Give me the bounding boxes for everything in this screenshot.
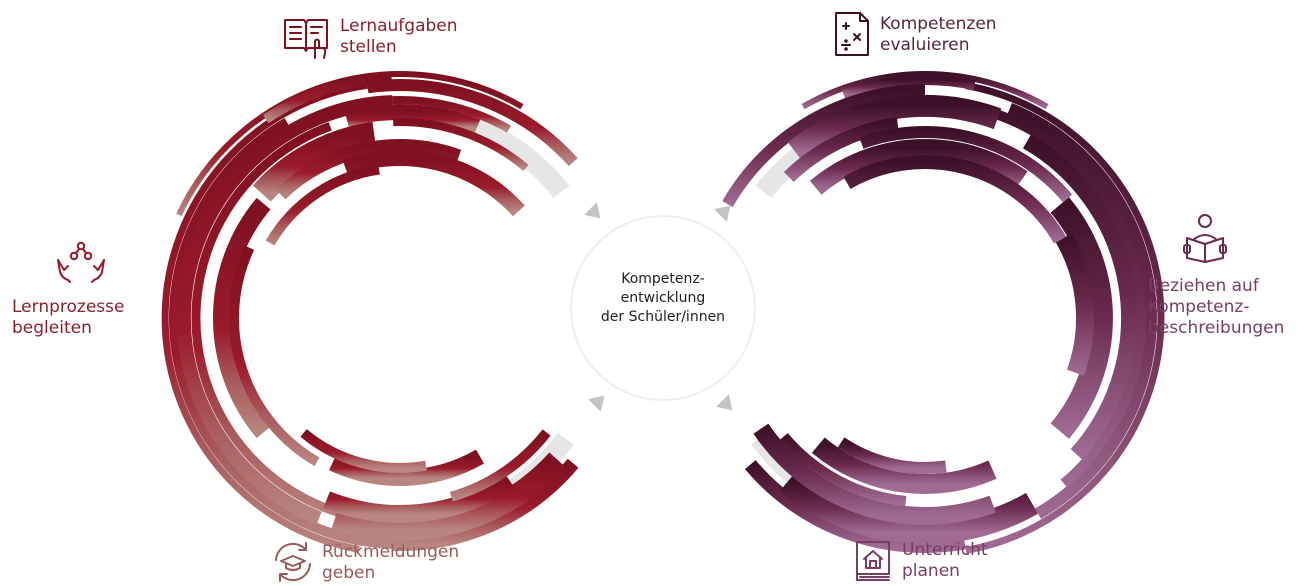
right-ring-arc xyxy=(1055,233,1094,376)
right-ring-arc xyxy=(837,437,947,474)
left-ring-arc xyxy=(392,96,511,133)
right-ring-arc xyxy=(744,460,966,553)
graduation-cap-cycle-icon xyxy=(270,540,316,584)
left-cycle-rings xyxy=(161,71,579,553)
left-ring-arc xyxy=(252,121,376,202)
flow-band-segment xyxy=(472,118,570,199)
flow-arrow-icon xyxy=(584,202,601,219)
label-lernaufgaben-stellen: Lernaufgaben stellen xyxy=(340,16,458,57)
left-ring-arc xyxy=(344,103,481,135)
center-label: Kompetenz- entwicklung der Schüler/innen xyxy=(568,270,758,327)
left-ring-arc xyxy=(275,139,462,200)
left-ring-arc xyxy=(391,458,579,551)
right-ring-arc xyxy=(1022,134,1137,460)
right-ring-arc xyxy=(965,82,1165,554)
left-ring-arc xyxy=(342,150,525,217)
right-ring-arc xyxy=(801,71,1049,110)
right-ring-arc xyxy=(809,138,1028,195)
left-ring-arc xyxy=(449,429,551,502)
center-line-3: der Schüler/innen xyxy=(600,309,726,325)
right-ring-arc xyxy=(811,437,997,494)
flow-arrow-icon xyxy=(588,395,605,412)
left-ring-arc xyxy=(161,81,368,553)
left-ring-arc xyxy=(265,164,380,246)
label-kompetenzen-evaluieren: Kompetenzen evaluieren xyxy=(880,14,997,55)
left-ring-arc xyxy=(213,197,271,439)
right-ring-arc xyxy=(722,84,926,208)
left-ring-arc xyxy=(229,245,320,467)
left-ring-arc xyxy=(366,79,578,167)
right-ring-arc xyxy=(1050,197,1113,439)
right-ring-arc xyxy=(843,155,1067,244)
left-ring-arc xyxy=(329,449,484,486)
flow-arrow-icon xyxy=(714,205,731,222)
right-ring-arc xyxy=(841,75,976,100)
flow-arrow-icon xyxy=(716,394,733,411)
center-circle xyxy=(570,215,756,401)
label-rueckmeldungen-geben: Rückmeldungen geben xyxy=(322,542,460,583)
label-lernprozesse-begleiten: Lernprozesse begleiten xyxy=(12,297,125,338)
center-line-2: entwicklung xyxy=(620,290,706,306)
center-line-1: Kompetenz- xyxy=(621,271,705,287)
right-cycle-rings xyxy=(722,71,1165,554)
left-ring-arc xyxy=(168,117,409,549)
right-ring-arc xyxy=(780,433,907,506)
right-ring-arc xyxy=(787,95,1002,160)
right-ring-arc xyxy=(1007,102,1157,519)
left-ring-arc xyxy=(191,122,380,526)
left-ring-arc xyxy=(176,95,393,525)
right-ring-arc xyxy=(779,472,1038,544)
person-reading-book-icon xyxy=(1180,212,1230,264)
hands-with-molecule-icon xyxy=(52,240,110,284)
left-ring-arc xyxy=(331,452,566,541)
label-unterricht-planen: Unterricht planen xyxy=(902,540,988,581)
left-ring-arc xyxy=(393,118,529,171)
right-ring-arc xyxy=(859,126,1073,203)
flow-arrows xyxy=(584,202,733,412)
label-beziehen-auf-kompetenzbeschreibungen: Beziehen auf Kompetenz- beschreibungen xyxy=(1148,276,1285,338)
right-ring-arc xyxy=(783,116,899,183)
left-ring-arc xyxy=(323,473,515,523)
calculator-document-icon xyxy=(832,10,872,58)
left-ring-arc xyxy=(263,73,392,124)
book-with-hand-icon xyxy=(282,14,332,60)
left-ring-arc xyxy=(300,429,427,473)
house-book-icon xyxy=(852,538,894,584)
right-ring-arc xyxy=(753,423,996,526)
